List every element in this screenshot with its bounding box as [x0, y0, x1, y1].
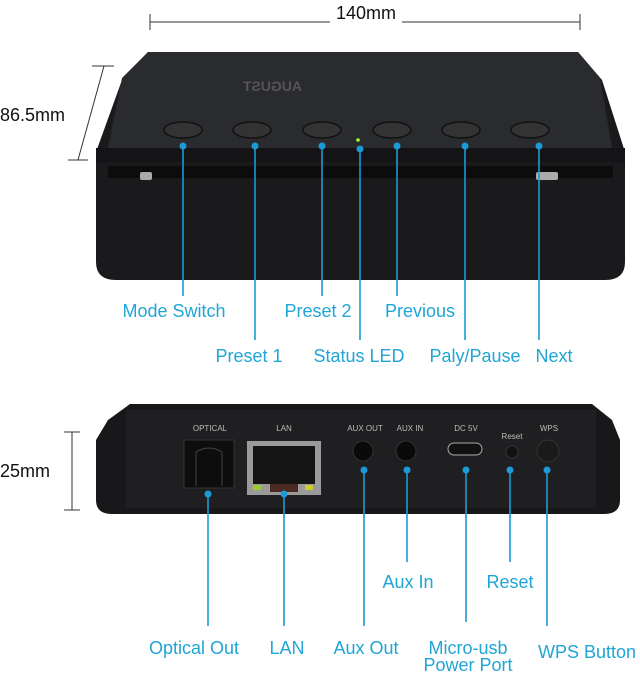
callout-wps-button: WPS Button	[538, 642, 636, 662]
callout-previous: Previous	[385, 301, 455, 321]
device-rear-view: OPTICAL LAN AUX OUT AUX IN DC 5V Reset W…	[96, 404, 620, 514]
port-label-lan: LAN	[276, 424, 292, 433]
callout-aux-out: Aux Out	[333, 638, 398, 658]
mode-switch-button[interactable]	[163, 121, 203, 139]
logo: AUGUST	[242, 78, 302, 94]
callout-optical-out: Optical Out	[149, 638, 239, 658]
optical-port	[183, 439, 235, 489]
top-callouts: Mode Switch Preset 1 Preset 2 Status LED…	[122, 142, 573, 366]
port-label-reset: Reset	[502, 432, 524, 441]
callout-power-port: Power Port	[423, 655, 512, 675]
depth-dimension: 86.5mm	[0, 65, 114, 161]
width-label: 140mm	[336, 3, 396, 23]
aux-in-jack	[395, 440, 417, 462]
width-dimension: 140mm	[149, 2, 581, 30]
callout-aux-in: Aux In	[382, 572, 433, 592]
preset-2-button[interactable]	[302, 121, 342, 139]
status-led	[356, 138, 360, 142]
callout-mode-switch: Mode Switch	[122, 301, 225, 321]
height-dimension: 25mm	[0, 431, 80, 511]
rear-callouts: Optical Out LAN Aux Out Aux In Micro-usb…	[149, 466, 636, 675]
next-button[interactable]	[510, 121, 550, 139]
port-label-aux-in: AUX IN	[397, 424, 424, 433]
callout-preset-2: Preset 2	[284, 301, 351, 321]
height-label: 25mm	[0, 461, 50, 481]
play-pause-button[interactable]	[441, 121, 481, 139]
preset-1-button[interactable]	[232, 121, 272, 139]
aux-out-jack	[352, 440, 374, 462]
callout-micro-usb: Micro-usb	[428, 638, 507, 658]
wps-button[interactable]	[536, 439, 560, 463]
callout-status-led: Status LED	[313, 346, 404, 366]
callout-lan: LAN	[269, 638, 304, 658]
port-label-aux-out: AUX OUT	[347, 424, 383, 433]
depth-label: 86.5mm	[0, 105, 65, 125]
reset-button[interactable]	[505, 445, 519, 459]
callout-next: Next	[535, 346, 572, 366]
previous-button[interactable]	[372, 121, 412, 139]
callout-reset: Reset	[486, 572, 533, 592]
port-label-optical: OPTICAL	[193, 424, 228, 433]
micro-usb-port	[447, 442, 483, 456]
callout-preset-1: Preset 1	[215, 346, 282, 366]
callout-play-pause: Paly/Pause	[429, 346, 520, 366]
port-label-wps: WPS	[540, 424, 558, 433]
port-label-dc: DC 5V	[454, 424, 478, 433]
